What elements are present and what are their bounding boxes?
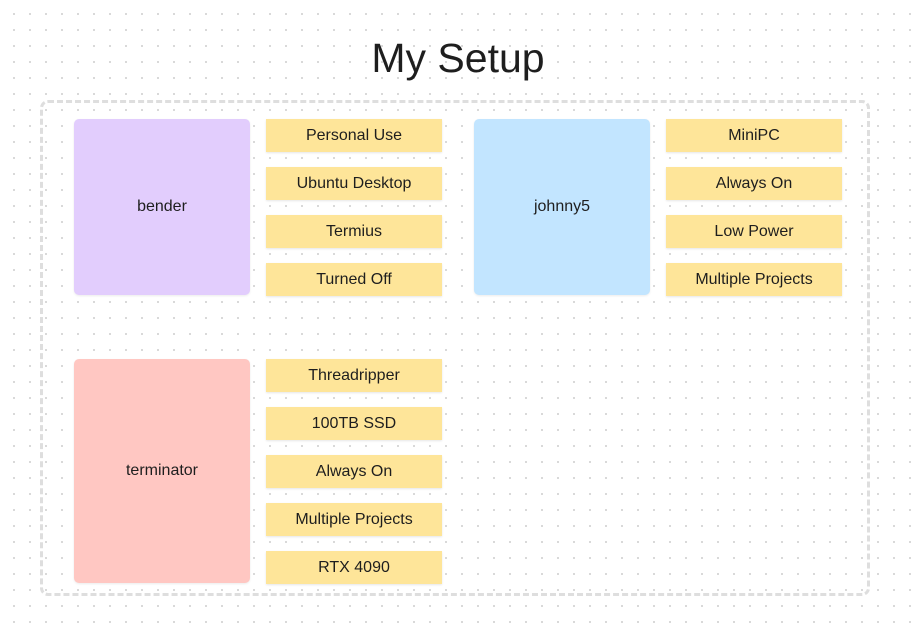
machine-label: johnny5 [533, 198, 591, 215]
tag-sticky-note[interactable]: Threadripper [266, 359, 442, 392]
machine-card-terminator[interactable]: terminator [74, 359, 250, 583]
tag-sticky-note[interactable]: Termius [266, 215, 442, 248]
tag-sticky-note[interactable]: Ubuntu Desktop [266, 167, 442, 200]
setup-frame[interactable] [40, 100, 870, 596]
board-title: My Setup [371, 35, 545, 81]
tag-sticky-note[interactable]: MiniPC [666, 119, 842, 152]
tag-sticky-note[interactable]: Personal Use [266, 119, 442, 152]
tag-sticky-note[interactable]: Always On [666, 167, 842, 200]
machine-label: bender [137, 198, 187, 215]
tag-sticky-note[interactable]: Low Power [666, 215, 842, 248]
machine-card-johnny5[interactable]: johnny5 [474, 119, 650, 295]
tag-sticky-note[interactable]: RTX 4090 [266, 551, 442, 584]
machine-label: terminator [125, 462, 199, 479]
tag-sticky-note[interactable]: Always On [266, 455, 442, 488]
tag-sticky-note[interactable]: 100TB SSD [266, 407, 442, 440]
tag-sticky-note[interactable]: Multiple Projects [666, 263, 842, 296]
machine-card-bender[interactable]: bender [74, 119, 250, 295]
tag-sticky-note[interactable]: Turned Off [266, 263, 442, 296]
tag-sticky-note[interactable]: Multiple Projects [266, 503, 442, 536]
